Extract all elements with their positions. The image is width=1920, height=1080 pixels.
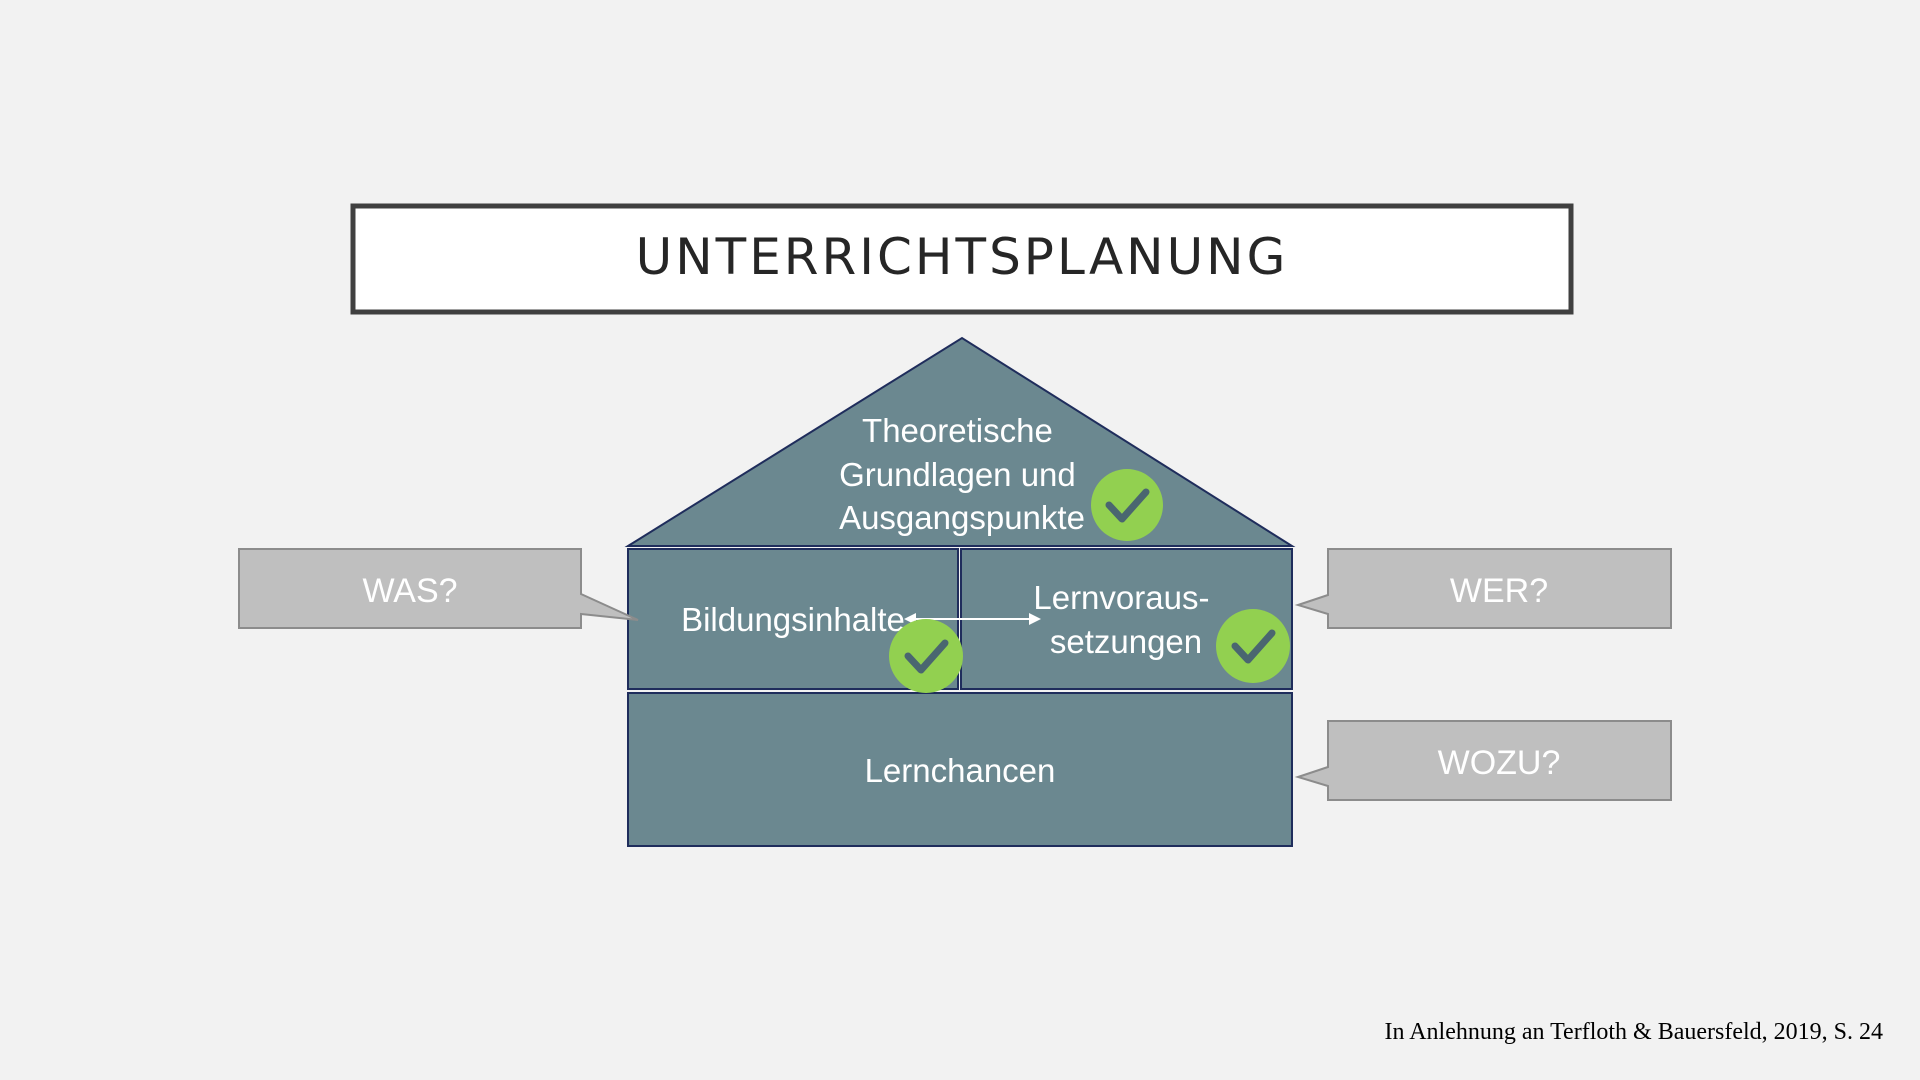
page-title: UNTERRICHTSPLANUNG [636,228,1289,286]
check-circle-icon [1216,609,1290,683]
bildungsinhalte-label: Bildungsinhalte [681,601,905,638]
source-citation: In Anlehnung an Terfloth & Bauersfeld, 2… [1385,1019,1883,1045]
check-circle-icon [889,619,963,693]
house-diagram: Theoretische Grundlagen und Ausgangspunk… [624,336,1296,847]
lernchancen-label: Lernchancen [865,752,1056,789]
check-circle-icon [1091,469,1163,541]
callout-wer-label: WER? [1450,572,1548,610]
callout-was: WAS? [238,548,639,629]
lernvoraussetzungen-line-1: Lernvoraus- [1033,579,1209,616]
roof-label-line-3: Ausgangspunkte [839,499,1085,536]
lernvoraussetzungen-line-2: setzungen [1050,623,1202,660]
callout-wer: WER? [1294,548,1672,629]
lernvoraussetzungen-label: Lernvoraus- setzungen [1033,579,1218,660]
callout-was-label: WAS? [362,572,457,610]
roof-label: Theoretische Grundlagen und Ausgangspunk… [839,412,1085,536]
roof-label-line-1: Theoretische [862,412,1053,449]
foundation-lernchancen [627,692,1293,847]
callout-wozu-label: WOZU? [1438,744,1561,782]
callout-wozu: WOZU? [1294,720,1672,801]
title-frame [350,203,1574,315]
roof-label-line-2: Grundlagen und [839,456,1076,493]
title-box: UNTERRICHTSPLANUNG [350,203,1574,315]
